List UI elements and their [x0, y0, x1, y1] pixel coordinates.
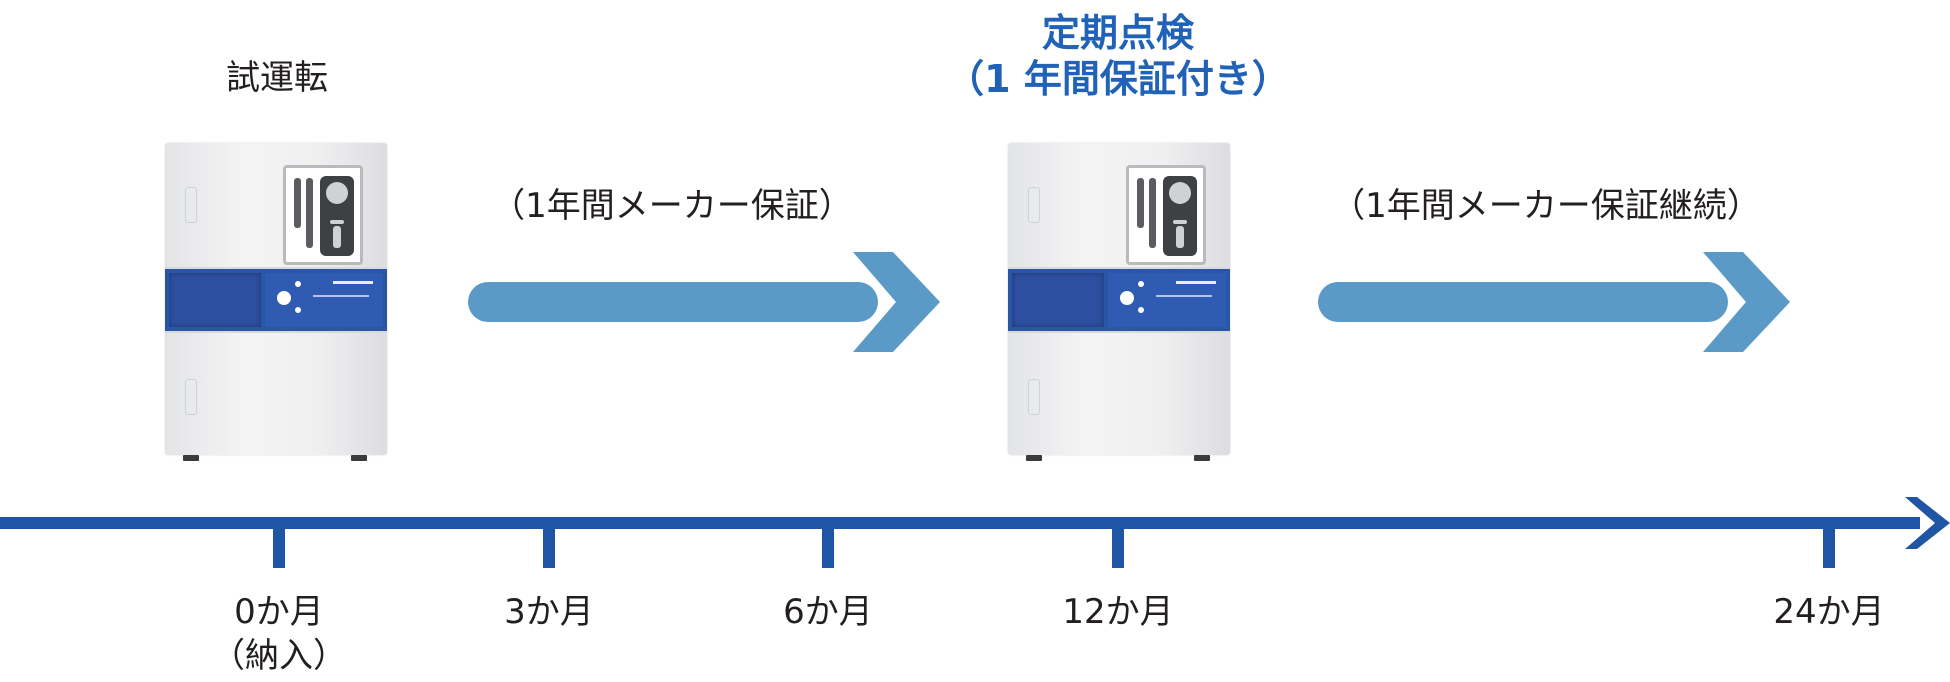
warranty-label-second: （1年間メーカー保証継続） — [1331, 186, 1761, 226]
timeline-tick — [822, 528, 834, 568]
timeline-tick — [1112, 528, 1124, 568]
control-panel — [165, 267, 387, 333]
tick-label-6: 6か月 — [783, 592, 873, 632]
right-arrow-icon — [1318, 252, 1790, 352]
warranty-label-first: （1年間メーカー保証） — [491, 186, 853, 226]
door-handle — [185, 379, 197, 415]
tick-label-24: 24か月 — [1773, 592, 1885, 632]
tick-label-0: 0か月 （納入） — [211, 590, 347, 678]
tick-label-12: 12か月 — [1062, 592, 1174, 632]
trial-run-label: 試運転 — [226, 58, 328, 98]
timeline-tick — [543, 528, 555, 568]
door-handle — [185, 187, 197, 223]
door-handle — [1028, 187, 1040, 223]
timeline-tick — [273, 528, 285, 568]
sample-window — [283, 165, 363, 265]
sample-window — [1126, 165, 1206, 265]
inspection-title: 定期点検 （1 年間保証付き） — [946, 10, 1290, 103]
instrument-unit-icon — [1008, 143, 1230, 465]
right-arrow-icon — [468, 252, 940, 352]
tick-sublabel: （納入） — [211, 636, 347, 677]
door-handle — [1028, 379, 1040, 415]
timeline-axis — [0, 517, 1920, 529]
tick-label: 0か月 — [234, 592, 324, 632]
inspection-title-line1: 定期点検 — [1041, 11, 1195, 55]
inspection-title-line2: （1 年間保証付き） — [946, 57, 1290, 102]
control-panel — [1008, 267, 1230, 333]
arrowhead-icon — [1905, 497, 1950, 553]
instrument-unit-icon — [165, 143, 387, 465]
timeline-tick — [1823, 528, 1835, 568]
tick-label-3: 3か月 — [504, 592, 594, 632]
